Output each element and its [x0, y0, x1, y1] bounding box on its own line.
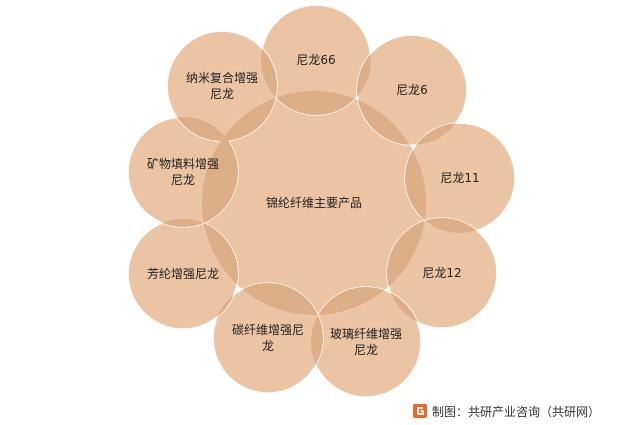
footer-text: 制图：共研产业咨询（共研网）: [432, 404, 601, 419]
footer-credit: 制图：共研产业咨询（共研网）: [413, 401, 600, 421]
overlap-region-9: [202, 91, 277, 141]
overlap-region-2: [357, 91, 426, 145]
center-circle: [202, 91, 426, 315]
gonyn-logo-icon: [413, 404, 427, 418]
